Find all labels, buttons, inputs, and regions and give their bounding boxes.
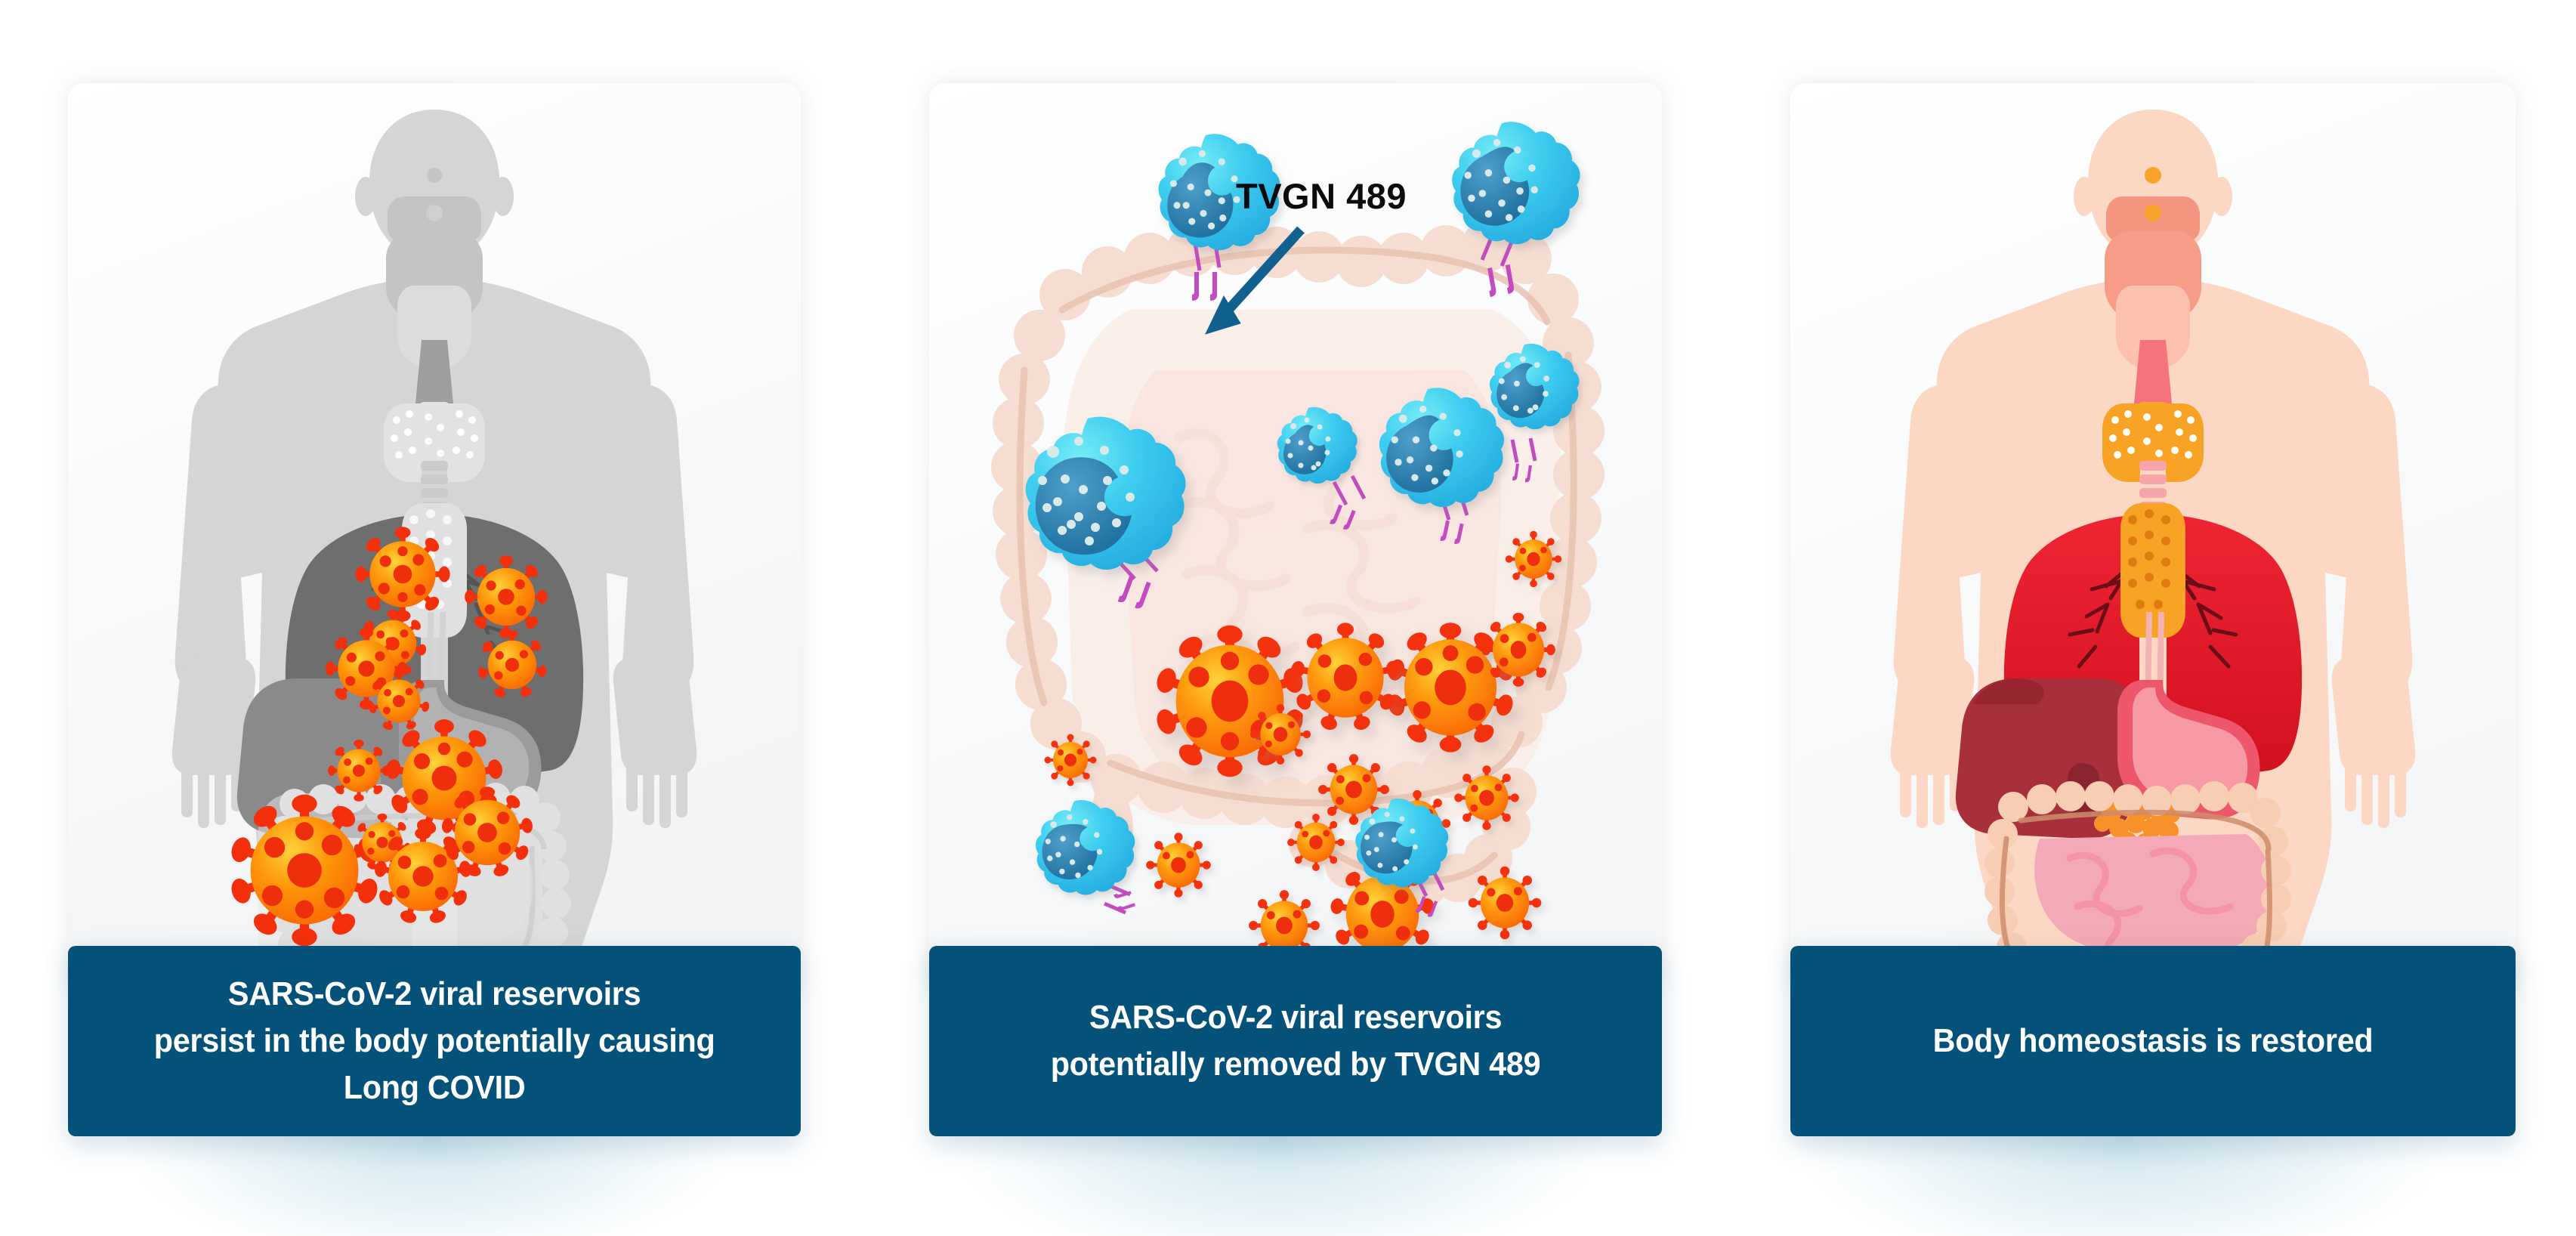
- panel-persist-caption-text: SARS-CoV-2 viral reservoirs persist in t…: [153, 975, 715, 1106]
- panel-restored-caption: Body homeostasis is restored: [1790, 946, 2516, 1136]
- tvgn-489-arrow-icon: [1194, 224, 1322, 345]
- panel-restored-card: [1790, 83, 2516, 990]
- panel-removed-caption: SARS-CoV-2 viral reservoirs potentially …: [929, 946, 1662, 1136]
- panel-persist-card: [68, 83, 801, 990]
- grayscale-human-body-with-virus-icon: [68, 83, 801, 990]
- panel-removed: SARS-CoV-2 viral reservoirs potentially …: [861, 0, 1722, 1236]
- tcells-attacking-virus-in-gut-icon: [929, 83, 1662, 990]
- panel-restored: Body homeostasis is restored: [1722, 0, 2576, 1236]
- panel-persist-caption: SARS-CoV-2 viral reservoirs persist in t…: [68, 946, 801, 1136]
- panel-removed-caption-text: SARS-CoV-2 viral reservoirs potentially …: [1050, 999, 1541, 1083]
- healthy-human-body-organs-icon: [1790, 83, 2516, 990]
- panel-restored-caption-text: Body homeostasis is restored: [1932, 1022, 2374, 1059]
- panel-persist: SARS-CoV-2 viral reservoirs persist in t…: [0, 0, 861, 1236]
- tvgn-489-label: TVGN 489: [1236, 176, 1407, 216]
- panel-removed-card: [929, 83, 1662, 990]
